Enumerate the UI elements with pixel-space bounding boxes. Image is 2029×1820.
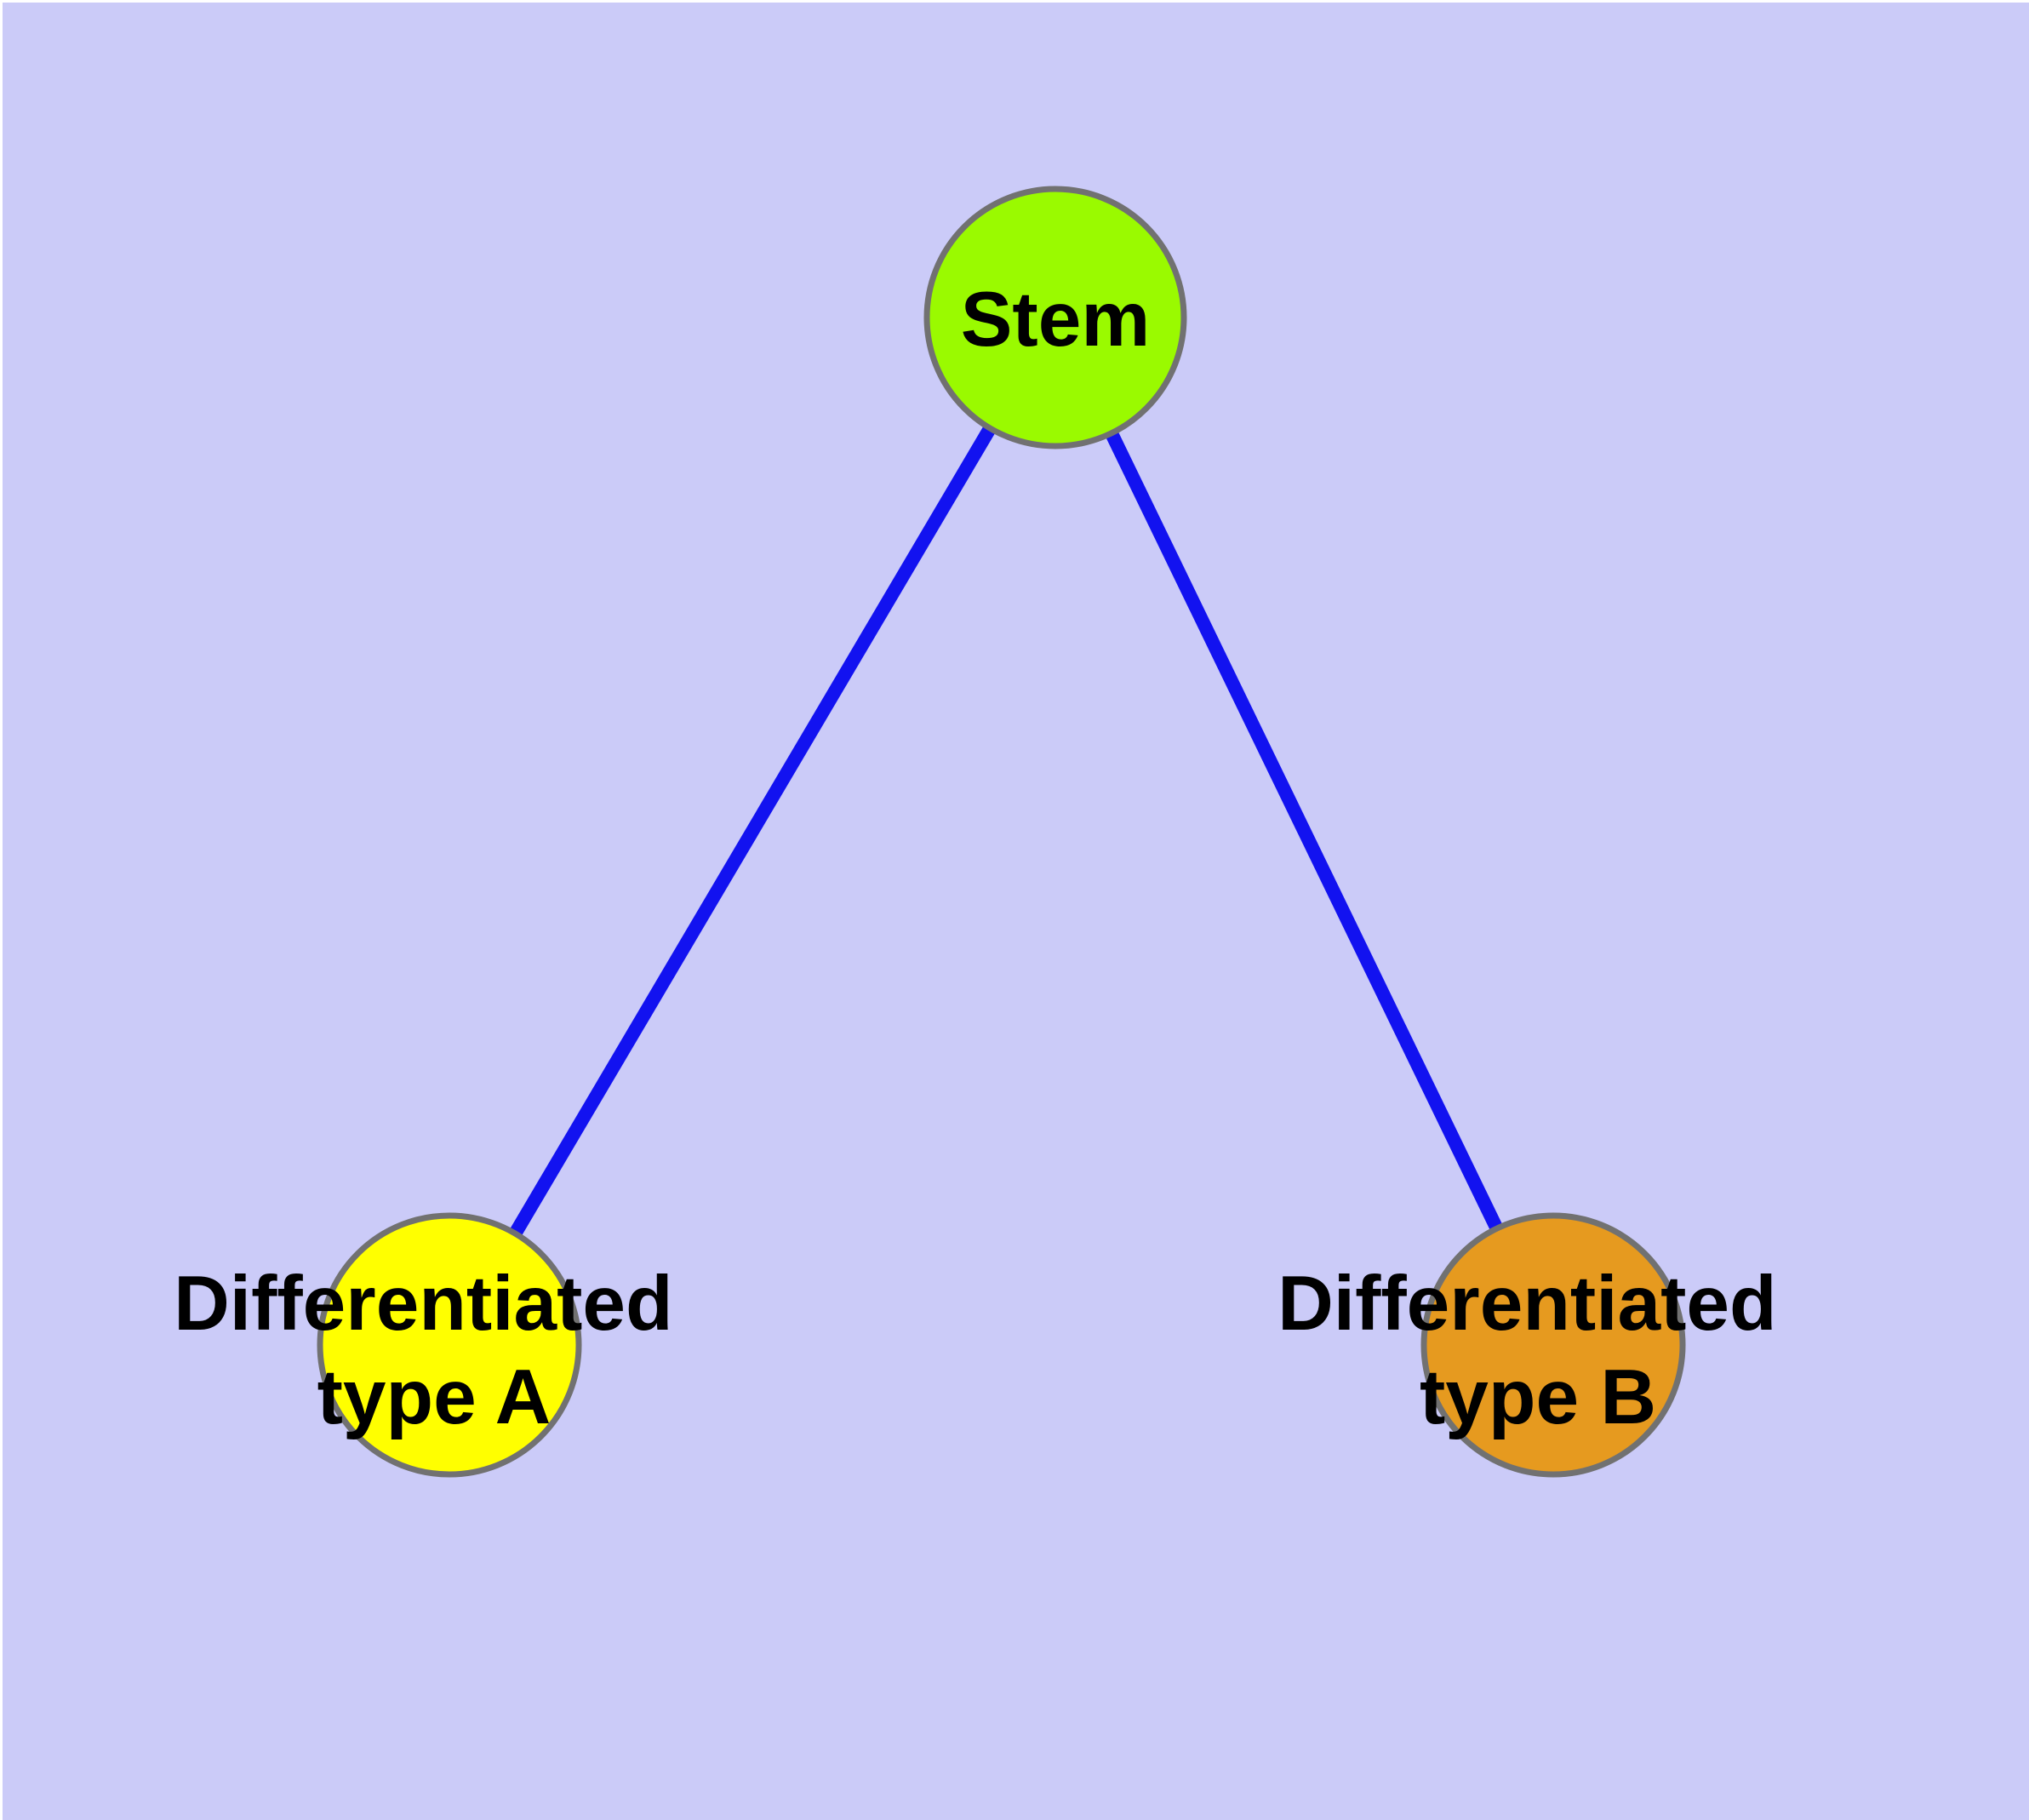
node-differentiated-type-a: Differentiated type A <box>174 1212 694 1478</box>
node-stem: Stem <box>923 186 1187 449</box>
node-differentiated-type-a-label-line2: type A <box>317 1354 552 1440</box>
node-differentiated-type-b-label-line1: Differentiated <box>1277 1261 1777 1347</box>
node-stem-shape <box>923 186 1187 449</box>
node-differentiated-type-b-label: Differentiated type B <box>1277 1261 1798 1440</box>
node-differentiated-type-b-shape <box>1420 1212 1686 1478</box>
node-stem-label: Stem <box>961 277 1151 363</box>
node-differentiated-type-a-label-line1: Differentiated <box>174 1261 673 1347</box>
node-differentiated-type-a-shape <box>317 1212 582 1478</box>
node-differentiated-type-a-label: Differentiated type A <box>174 1261 694 1440</box>
node-differentiated-type-b: Differentiated type B <box>1277 1212 1798 1478</box>
node-differentiated-type-b-label-line2: type B <box>1420 1354 1656 1440</box>
edge-stem-to-type-a <box>443 313 1061 1349</box>
edge-stem-to-type-b <box>1049 314 1560 1348</box>
